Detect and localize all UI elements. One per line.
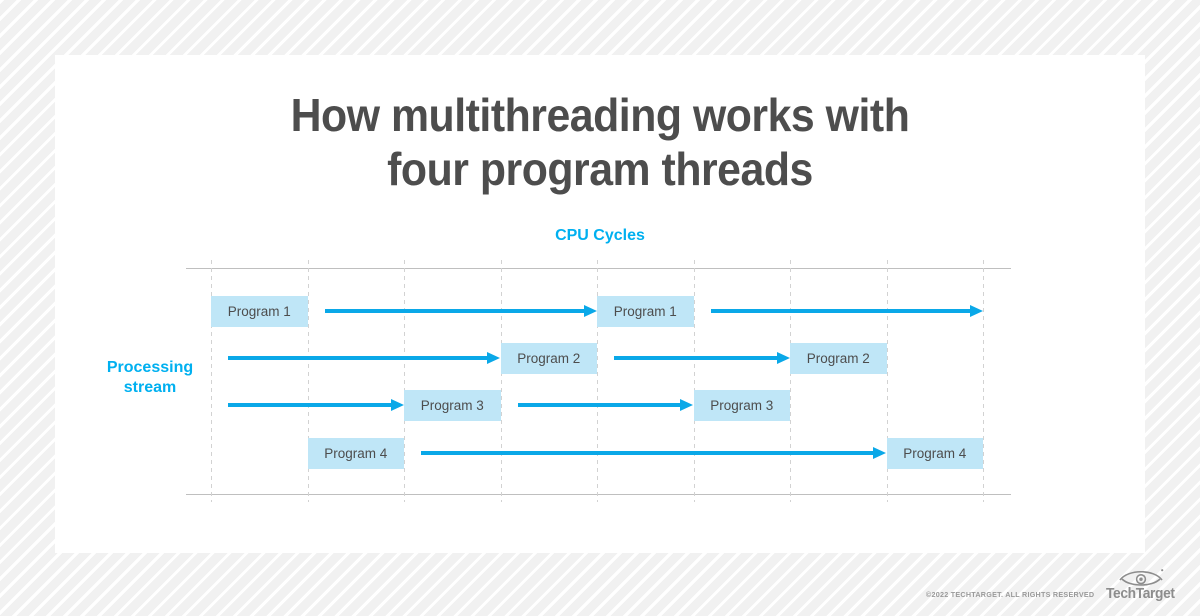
timeline-row: Program 3 Program 3: [186, 390, 1011, 421]
techtarget-wordmark: TechTarget: [1106, 585, 1176, 602]
flow-arrow: [228, 352, 501, 364]
flow-arrow: [517, 399, 694, 411]
gridline-7: [886, 260, 888, 502]
arrow-head-icon: [680, 399, 694, 411]
arrow-head-icon: [969, 305, 983, 317]
title-line-2: four program threads: [387, 143, 813, 195]
arrow-shaft: [710, 309, 972, 313]
arrow-head-icon: [776, 352, 790, 364]
arrow-shaft: [614, 356, 779, 360]
x-axis-title: CPU Cycles: [555, 227, 645, 244]
gridline-8: [983, 260, 984, 502]
axis-line-bottom: [186, 494, 1011, 495]
axis-line-top: [186, 268, 1011, 269]
techtarget-logo: TechTarget: [1103, 567, 1178, 602]
arrow-shaft: [421, 451, 876, 455]
arrow-head-icon: [873, 447, 887, 459]
flow-arrow: [614, 352, 790, 364]
footer: ©2022 TECHTARGET. ALL RIGHTS RESERVED Te…: [926, 567, 1178, 602]
program-block: Program 1: [597, 296, 694, 327]
gridline-6: [790, 260, 791, 502]
arrow-shaft: [228, 403, 393, 407]
page-title: How multithreading works with four progr…: [93, 88, 1107, 196]
arrow-shaft: [324, 309, 586, 313]
program-block: Program 4: [307, 438, 404, 469]
program-block: Program 3: [693, 390, 790, 421]
program-block: Program 3: [404, 390, 501, 421]
timeline-row: Program 4 Program 4: [186, 438, 1011, 469]
content-card: How multithreading works with four progr…: [55, 55, 1145, 553]
program-block: Program 2: [790, 343, 887, 374]
gridline-4: [597, 260, 598, 502]
arrow-shaft: [228, 356, 490, 360]
title-line-1: How multithreading works with: [290, 89, 910, 141]
gridline-1: [307, 260, 309, 502]
arrow-head-icon: [390, 399, 404, 411]
flow-arrow: [710, 305, 983, 317]
copyright-text: ©2022 TECHTARGET. ALL RIGHTS RESERVED: [925, 590, 1095, 599]
flow-arrow: [228, 399, 404, 411]
arrow-shaft: [517, 403, 683, 407]
gridline-5: [693, 260, 695, 502]
y-axis-title: Processing stream: [75, 358, 225, 398]
gridline-2: [404, 260, 405, 502]
gridline-3: [500, 260, 502, 502]
y-axis-title-line-1: Processing: [106, 359, 194, 376]
program-block: Program 2: [500, 343, 597, 374]
flow-arrow: [421, 447, 887, 459]
arrow-head-icon: [487, 352, 501, 364]
y-axis-title-line-2: stream: [123, 379, 177, 396]
eye-icon: [1119, 569, 1163, 586]
gridline-0: [211, 260, 212, 502]
timeline-row: Program 1 Program 1: [186, 296, 1011, 327]
arrow-head-icon: [583, 305, 597, 317]
flow-arrow: [324, 305, 597, 317]
program-block: Program 4: [886, 438, 983, 469]
program-block: Program 1: [211, 296, 308, 327]
timeline-row: Program 2 Program 2: [186, 343, 1011, 374]
